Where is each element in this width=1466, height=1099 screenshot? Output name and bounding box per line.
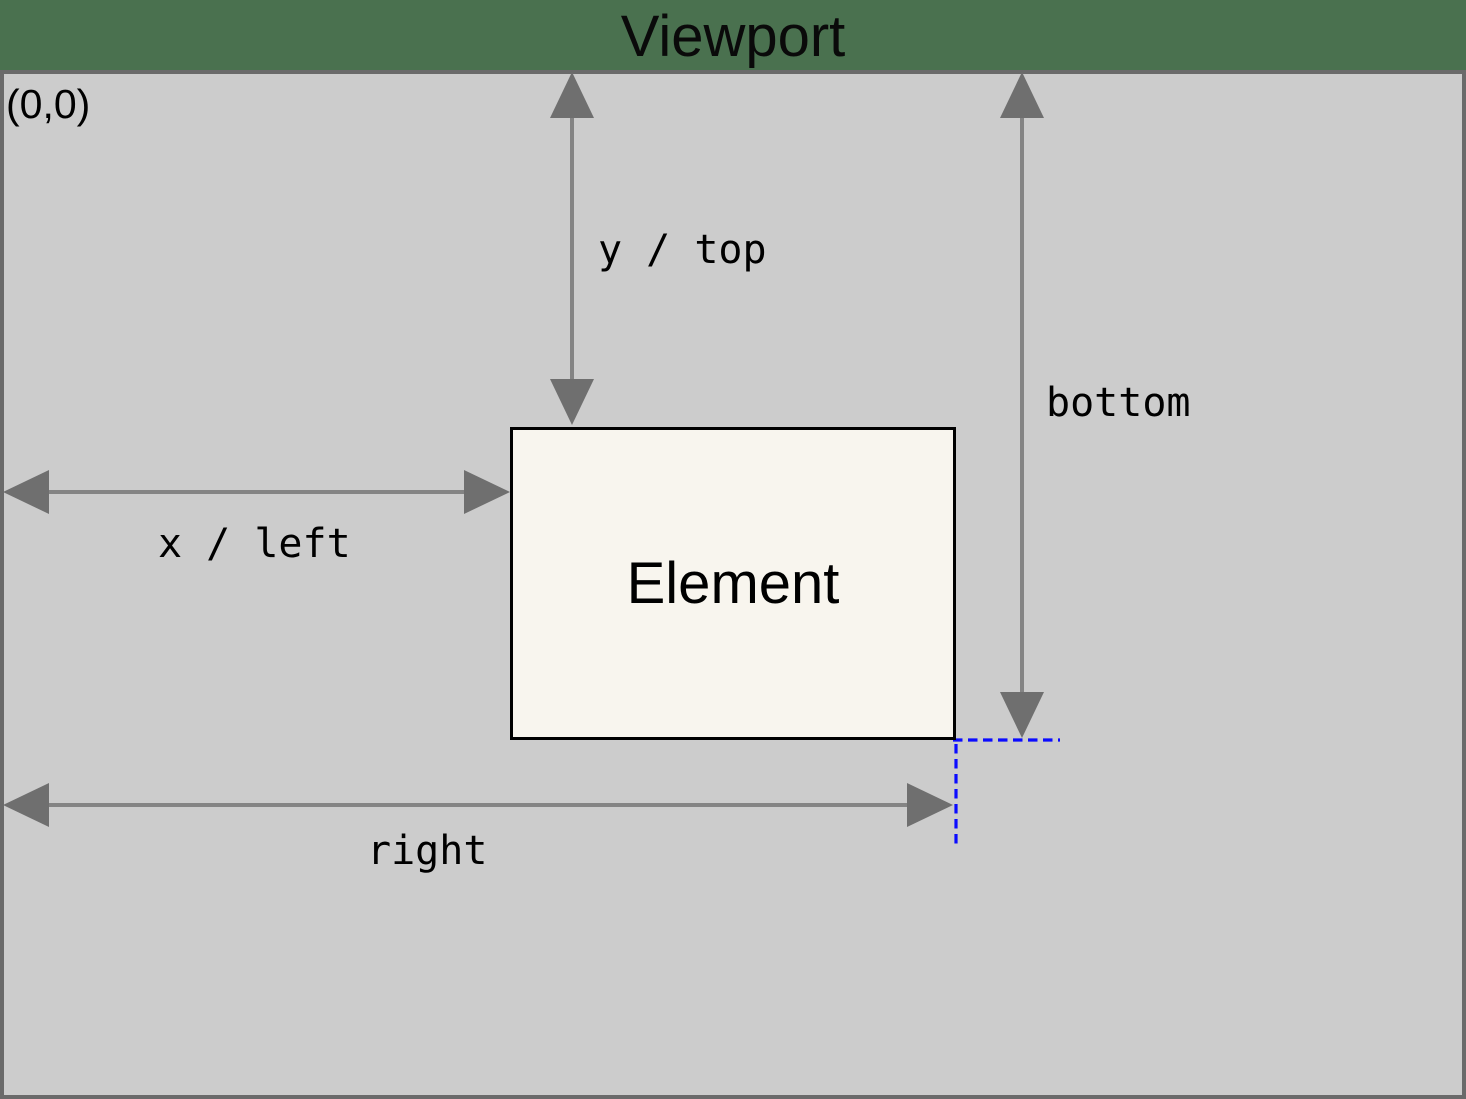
viewport-title: Viewport [620,4,846,69]
label-x-left: x / left [158,521,351,567]
element-box: Element [510,427,956,740]
element-label: Element [626,550,840,616]
label-bottom: bottom [1046,380,1191,426]
label-right: right [367,828,488,874]
label-y-top: y / top [598,227,767,273]
origin-coordinates-label: (0,0) [6,81,91,127]
